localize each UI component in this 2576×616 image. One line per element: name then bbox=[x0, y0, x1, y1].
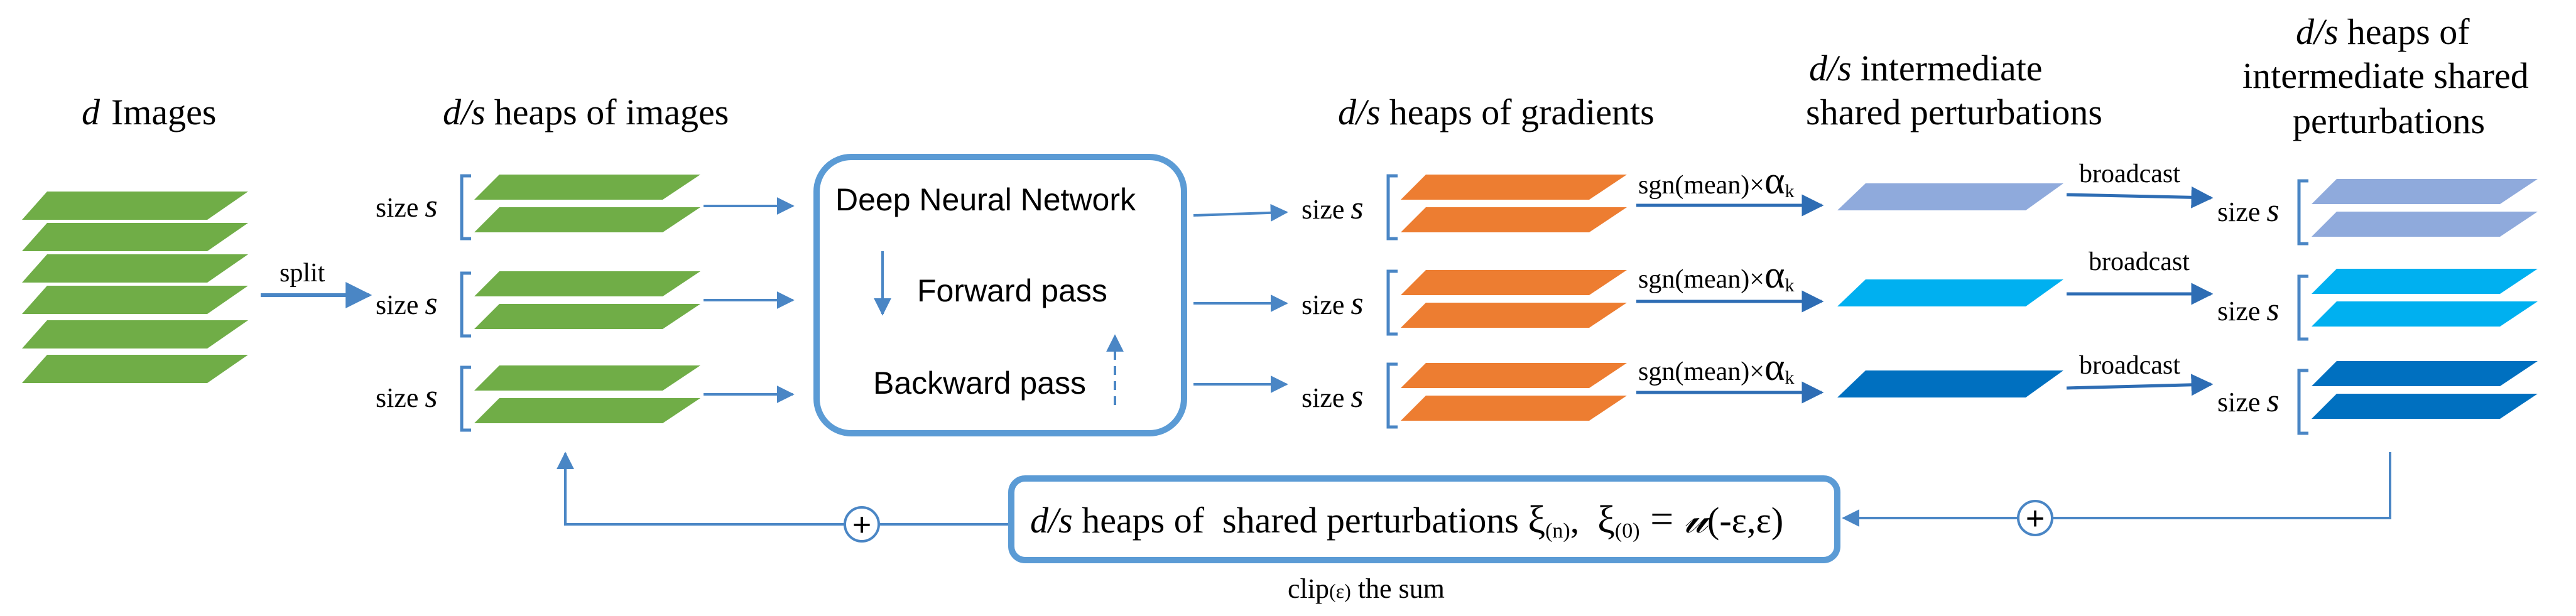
image-layer bbox=[22, 355, 248, 383]
arrow-dnn-to-grad1 bbox=[1193, 203, 1288, 222]
header-heaps-intermediate-line3: perturbations bbox=[2293, 100, 2485, 141]
size-bracket bbox=[2297, 369, 2308, 435]
image-layer bbox=[22, 320, 248, 349]
feedback-line-right bbox=[2053, 452, 2391, 519]
split-label: split bbox=[280, 259, 325, 288]
sgn-op-3: sgn(mean)×αk bbox=[1636, 346, 1824, 404]
size-bracket bbox=[1386, 362, 1398, 429]
size-bracket bbox=[460, 271, 471, 338]
broadcast-label: broadcast bbox=[2079, 159, 2180, 188]
size-bracket bbox=[2297, 274, 2308, 341]
size-bracket bbox=[2297, 179, 2308, 246]
image-stack bbox=[22, 192, 248, 383]
shared-perturbation-text: d/s heaps of shared perturbations ξ(n), … bbox=[1030, 496, 1783, 543]
intermediate-perturbation-2 bbox=[1837, 279, 2063, 306]
plus-node-left: + bbox=[844, 506, 880, 543]
arrow-plus-to-images bbox=[557, 451, 844, 526]
dnn-title: Deep Neural Network bbox=[835, 182, 1136, 217]
sgn-label: sgn(mean)×αk bbox=[1638, 254, 1794, 296]
plus-node-right: + bbox=[2017, 500, 2053, 537]
intermediate-perturbation-3 bbox=[1837, 370, 2063, 397]
clip-label: clip(ε) the sum bbox=[1288, 573, 1445, 604]
broadcast-label: broadcast bbox=[2079, 351, 2180, 380]
image-layer bbox=[22, 192, 248, 220]
header-intermediate-line2: shared perturbations bbox=[1806, 92, 2102, 132]
sgn-op-2: sgn(mean)×αk bbox=[1636, 254, 1824, 313]
backward-pass-label: Backward pass bbox=[873, 365, 1086, 401]
shared-perturbation-box: d/s heaps of shared perturbations ξ(n), … bbox=[1008, 475, 1840, 563]
broadcast-op-1: broadcast bbox=[2066, 159, 2214, 208]
image-layer bbox=[22, 286, 248, 314]
sgn-label: sgn(mean)×αk bbox=[1638, 346, 1794, 389]
broadcast-op-2: broadcast bbox=[2067, 247, 2214, 305]
header-heaps-intermediate-line2: intermediate shared bbox=[2242, 55, 2529, 96]
size-bracket bbox=[1386, 269, 1398, 336]
plus-sign: + bbox=[2026, 500, 2045, 537]
broadcast-arrow bbox=[2066, 186, 2214, 208]
intermediate-perturbation-1 bbox=[1837, 183, 2063, 210]
image-layer bbox=[22, 223, 248, 251]
image-layer bbox=[22, 254, 248, 283]
broadcast-label: broadcast bbox=[2089, 247, 2190, 276]
forward-pass-label: Forward pass bbox=[917, 273, 1107, 308]
broadcast-op-3: broadcast bbox=[2066, 351, 2214, 396]
plus-sign: + bbox=[852, 507, 871, 543]
dnn-box: Deep Neural Network Forward pass Backwar… bbox=[813, 154, 1187, 436]
size-bracket bbox=[460, 174, 471, 240]
size-bracket bbox=[1386, 174, 1398, 240]
size-bracket bbox=[460, 365, 471, 432]
broadcast-arrow bbox=[2066, 374, 2214, 396]
sgn-label: sgn(mean)×αk bbox=[1638, 159, 1794, 202]
sgn-op-1: sgn(mean)×αk bbox=[1636, 159, 1824, 217]
